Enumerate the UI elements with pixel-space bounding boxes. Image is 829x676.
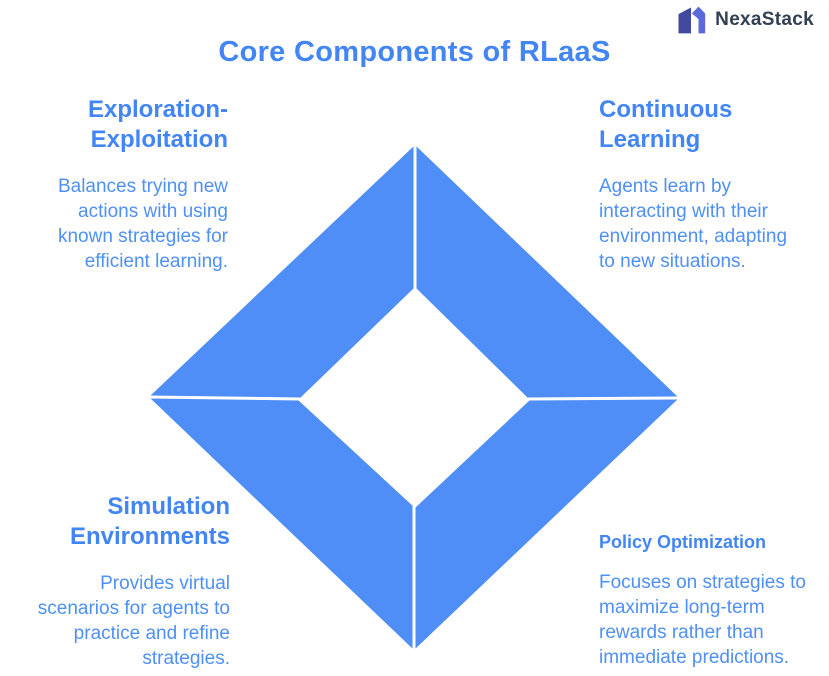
quadrant-heading: Simulation Environments: [69, 493, 230, 550]
quadrant-description: Provides virtual scenarios for agents to…: [37, 573, 230, 669]
quadrant-heading: Exploration- Exploitation: [87, 96, 228, 153]
quadrant-description: Balances trying new actions with using k…: [57, 176, 228, 272]
brand-name: NexaStack: [715, 9, 814, 30]
nexastack-logo-icon: [678, 6, 706, 34]
diamond-divider-lines: [148, 145, 680, 650]
quadrant-simulation-environments: Simulation Environments Provides virtual…: [0, 492, 230, 671]
quadrant-heading: Continuous Learning: [599, 96, 733, 153]
quadrant-heading: Policy Optimization: [599, 532, 767, 552]
quadrant-description: Agents learn by interacting with their e…: [599, 176, 788, 272]
quadrant-description: Focuses on strategies to maximize long-t…: [599, 572, 806, 668]
quadrant-continuous-learning: Continuous Learning Agents learn by inte…: [599, 95, 829, 274]
diamond-ring: [149, 145, 679, 650]
page-title: Core Components of RLaaS: [218, 36, 611, 68]
quadrant-policy-optimization: Policy Optimization Focuses on strategie…: [599, 531, 829, 670]
brand-logo: NexaStack: [676, 3, 814, 37]
quadrant-exploration-exploitation: Exploration- Exploitation Balances tryin…: [0, 95, 228, 274]
